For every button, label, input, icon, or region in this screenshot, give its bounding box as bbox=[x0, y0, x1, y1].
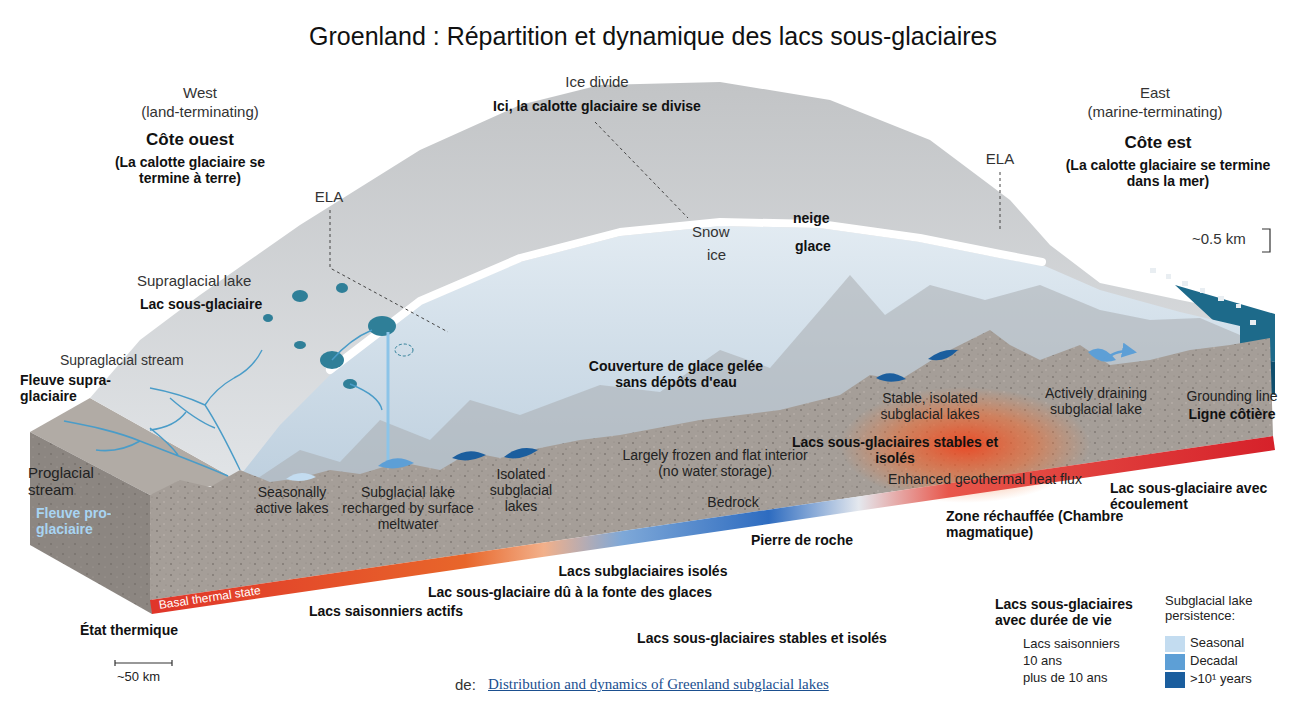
diagram-label: (land-terminating) bbox=[141, 103, 259, 120]
diagram-label: Lacs sous-glaciaires stables et isolés bbox=[637, 630, 887, 646]
diagram-label: Stable, isolated subglacial lakes bbox=[871, 390, 989, 422]
diagram-label: Ligne côtière bbox=[1188, 406, 1275, 422]
diagram-label: Lac sous-glaciaire avec écoulement bbox=[1110, 480, 1275, 512]
diagram-label: Supraglacial stream bbox=[60, 352, 184, 368]
diagram-label: Isolated subglacial lakes bbox=[481, 466, 561, 514]
diagram-label: plus de 10 ans bbox=[1023, 671, 1108, 686]
recharged-lake bbox=[378, 458, 414, 468]
diagram-label: Lac sous-glaciaire bbox=[140, 296, 262, 312]
moulin bbox=[387, 332, 390, 462]
diagram-label: Largely frozen and flat interior (no wat… bbox=[613, 447, 818, 479]
diagram-label: Enhanced geothermal heat flux bbox=[888, 471, 1082, 487]
legend-text: Seasonal bbox=[1190, 636, 1244, 651]
diagram-label: West bbox=[183, 84, 217, 101]
diagram-label: Seasonally active lakes bbox=[246, 484, 338, 516]
supraglacial-lakes bbox=[263, 283, 396, 389]
legend-swatch bbox=[1165, 654, 1185, 670]
diagram-label: Grounding line bbox=[1186, 388, 1277, 404]
isolated-lake bbox=[504, 448, 538, 458]
diagram-label: ~0.5 km bbox=[1192, 230, 1246, 247]
diagram-label: (marine-terminating) bbox=[1087, 103, 1222, 120]
diagram-label: Fleuve pro-glaciaire bbox=[36, 505, 141, 537]
drainage-arrow bbox=[1104, 351, 1134, 360]
thickness-bracket bbox=[1262, 229, 1270, 252]
diagram-label: Couverture de glace gelée sans dépôts d'… bbox=[579, 358, 774, 390]
drained-lake-outline bbox=[395, 344, 413, 356]
scale-bar bbox=[115, 660, 172, 666]
diagram-label: ~50 km bbox=[117, 670, 160, 685]
diagram-label: (La calotte glaciaire se termine dans la… bbox=[1066, 157, 1271, 189]
diagram-label: Supraglacial lake bbox=[137, 272, 251, 289]
diagram-label: Pierre de roche bbox=[751, 532, 853, 548]
snow-layer bbox=[330, 222, 1042, 370]
diagram-label: Lac sous-glaciaire dû à la fonte des gla… bbox=[428, 584, 712, 600]
diagram-label: 10 ans bbox=[1023, 654, 1062, 669]
title-heading: Groenland : Répartition et dynamique des… bbox=[309, 22, 997, 51]
diagram-label: Lacs sous-glaciaires stables et isolés bbox=[780, 434, 1010, 466]
diagram-label: Bedrock bbox=[707, 494, 758, 510]
diagram-label: Côte est bbox=[1124, 133, 1191, 153]
legend-swatch bbox=[1165, 672, 1185, 688]
diagram-label: Snow bbox=[692, 223, 730, 240]
diagram-label: ice bbox=[707, 246, 726, 263]
thermal-strip bbox=[150, 436, 1275, 614]
stable-lake bbox=[928, 350, 958, 361]
stable-lake bbox=[876, 373, 906, 382]
legend-swatch bbox=[1165, 636, 1185, 652]
diagram-label: Lacs subglaciaires isolés bbox=[559, 563, 728, 579]
diagram-label: État thermique bbox=[80, 622, 178, 638]
diagram-label: glace bbox=[795, 238, 831, 254]
leader-lines bbox=[330, 122, 1000, 332]
supraglacial-streams bbox=[150, 330, 382, 470]
diagram-label: East bbox=[1140, 84, 1170, 101]
diagram-label: ELA bbox=[986, 150, 1014, 167]
diagram-label: Actively draining subglacial lake bbox=[1032, 385, 1160, 417]
diagram-label: (La calotte glaciaire se termine à terre… bbox=[100, 154, 280, 186]
bedrock-side bbox=[30, 432, 152, 614]
legend-text: Decadal bbox=[1190, 654, 1238, 669]
seasonal-lake bbox=[286, 473, 316, 481]
diagram-label: ELA bbox=[315, 188, 343, 205]
diagram-label: de: bbox=[455, 676, 476, 693]
isolated-lake bbox=[452, 451, 486, 460]
diagram-label: Fleuve supra-glaciaire bbox=[20, 372, 126, 404]
legend-text: >10¹ years bbox=[1190, 672, 1252, 687]
diagram-label: Subglacial lake recharged by surface mel… bbox=[342, 484, 474, 532]
diagram-label: Côte ouest bbox=[146, 130, 234, 150]
diagram-label: Lacs sous-glaciaires avec durée de vie bbox=[995, 596, 1165, 628]
diagram-label: Lacs saisonniers bbox=[1023, 637, 1120, 652]
diagram-label: Ice divide bbox=[565, 73, 628, 90]
source-link: Distribution and dynamics of Greenland s… bbox=[488, 676, 829, 693]
diagram-label: Lacs saisonniers actifs bbox=[309, 603, 463, 619]
diagram-label: Zone réchauffée (Chambre magmatique) bbox=[946, 508, 1136, 540]
diagram-label: Ici, la calotte glaciaire se divise bbox=[493, 98, 701, 114]
diagram-label: neige bbox=[793, 210, 830, 226]
diagram-label: Proglacial stream bbox=[28, 464, 138, 499]
diagram-label: Subglacial lake persistence: bbox=[1165, 594, 1305, 624]
